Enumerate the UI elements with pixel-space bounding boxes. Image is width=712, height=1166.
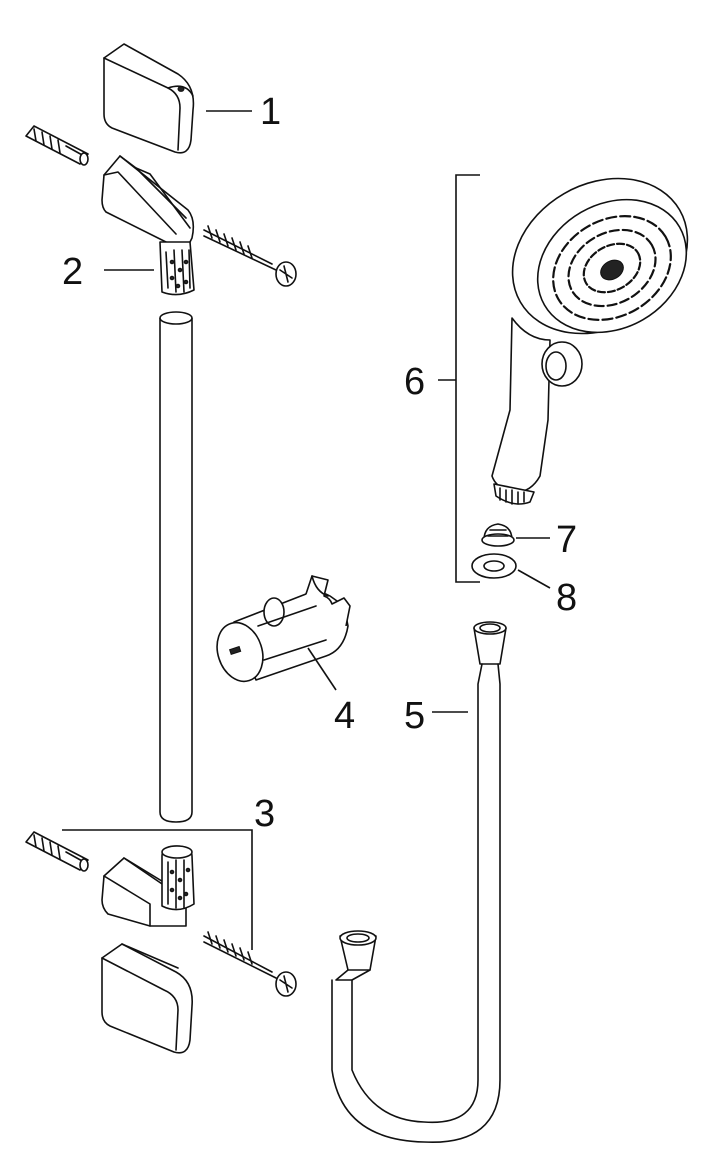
bottom-cap	[101, 943, 193, 1054]
top-cap	[103, 43, 195, 154]
callout-1: 1	[260, 91, 281, 133]
top-bracket	[101, 155, 195, 296]
hand-shower	[491, 177, 689, 505]
callout-5: 5	[404, 695, 425, 737]
callout-4: 4	[334, 695, 355, 737]
callout-2: 2	[62, 251, 83, 293]
slider-holder	[216, 575, 351, 683]
washer-ring	[471, 553, 517, 579]
screw-bottom	[203, 931, 297, 997]
wall-anchor-top	[25, 125, 89, 166]
slide-rail	[159, 311, 193, 823]
filter-screen	[481, 523, 515, 547]
shower-hose	[331, 621, 507, 1143]
screw-top	[203, 225, 297, 287]
callout-labels: 1 2 3 4 5 6 7 8	[62, 91, 577, 835]
leader-lines	[62, 110, 551, 950]
callout-6: 6	[404, 361, 425, 403]
callout-7: 7	[556, 519, 577, 561]
wall-anchor-bottom	[25, 831, 89, 872]
callout-8: 8	[556, 577, 577, 619]
callout-3: 3	[254, 793, 275, 835]
bottom-bracket	[101, 845, 195, 927]
